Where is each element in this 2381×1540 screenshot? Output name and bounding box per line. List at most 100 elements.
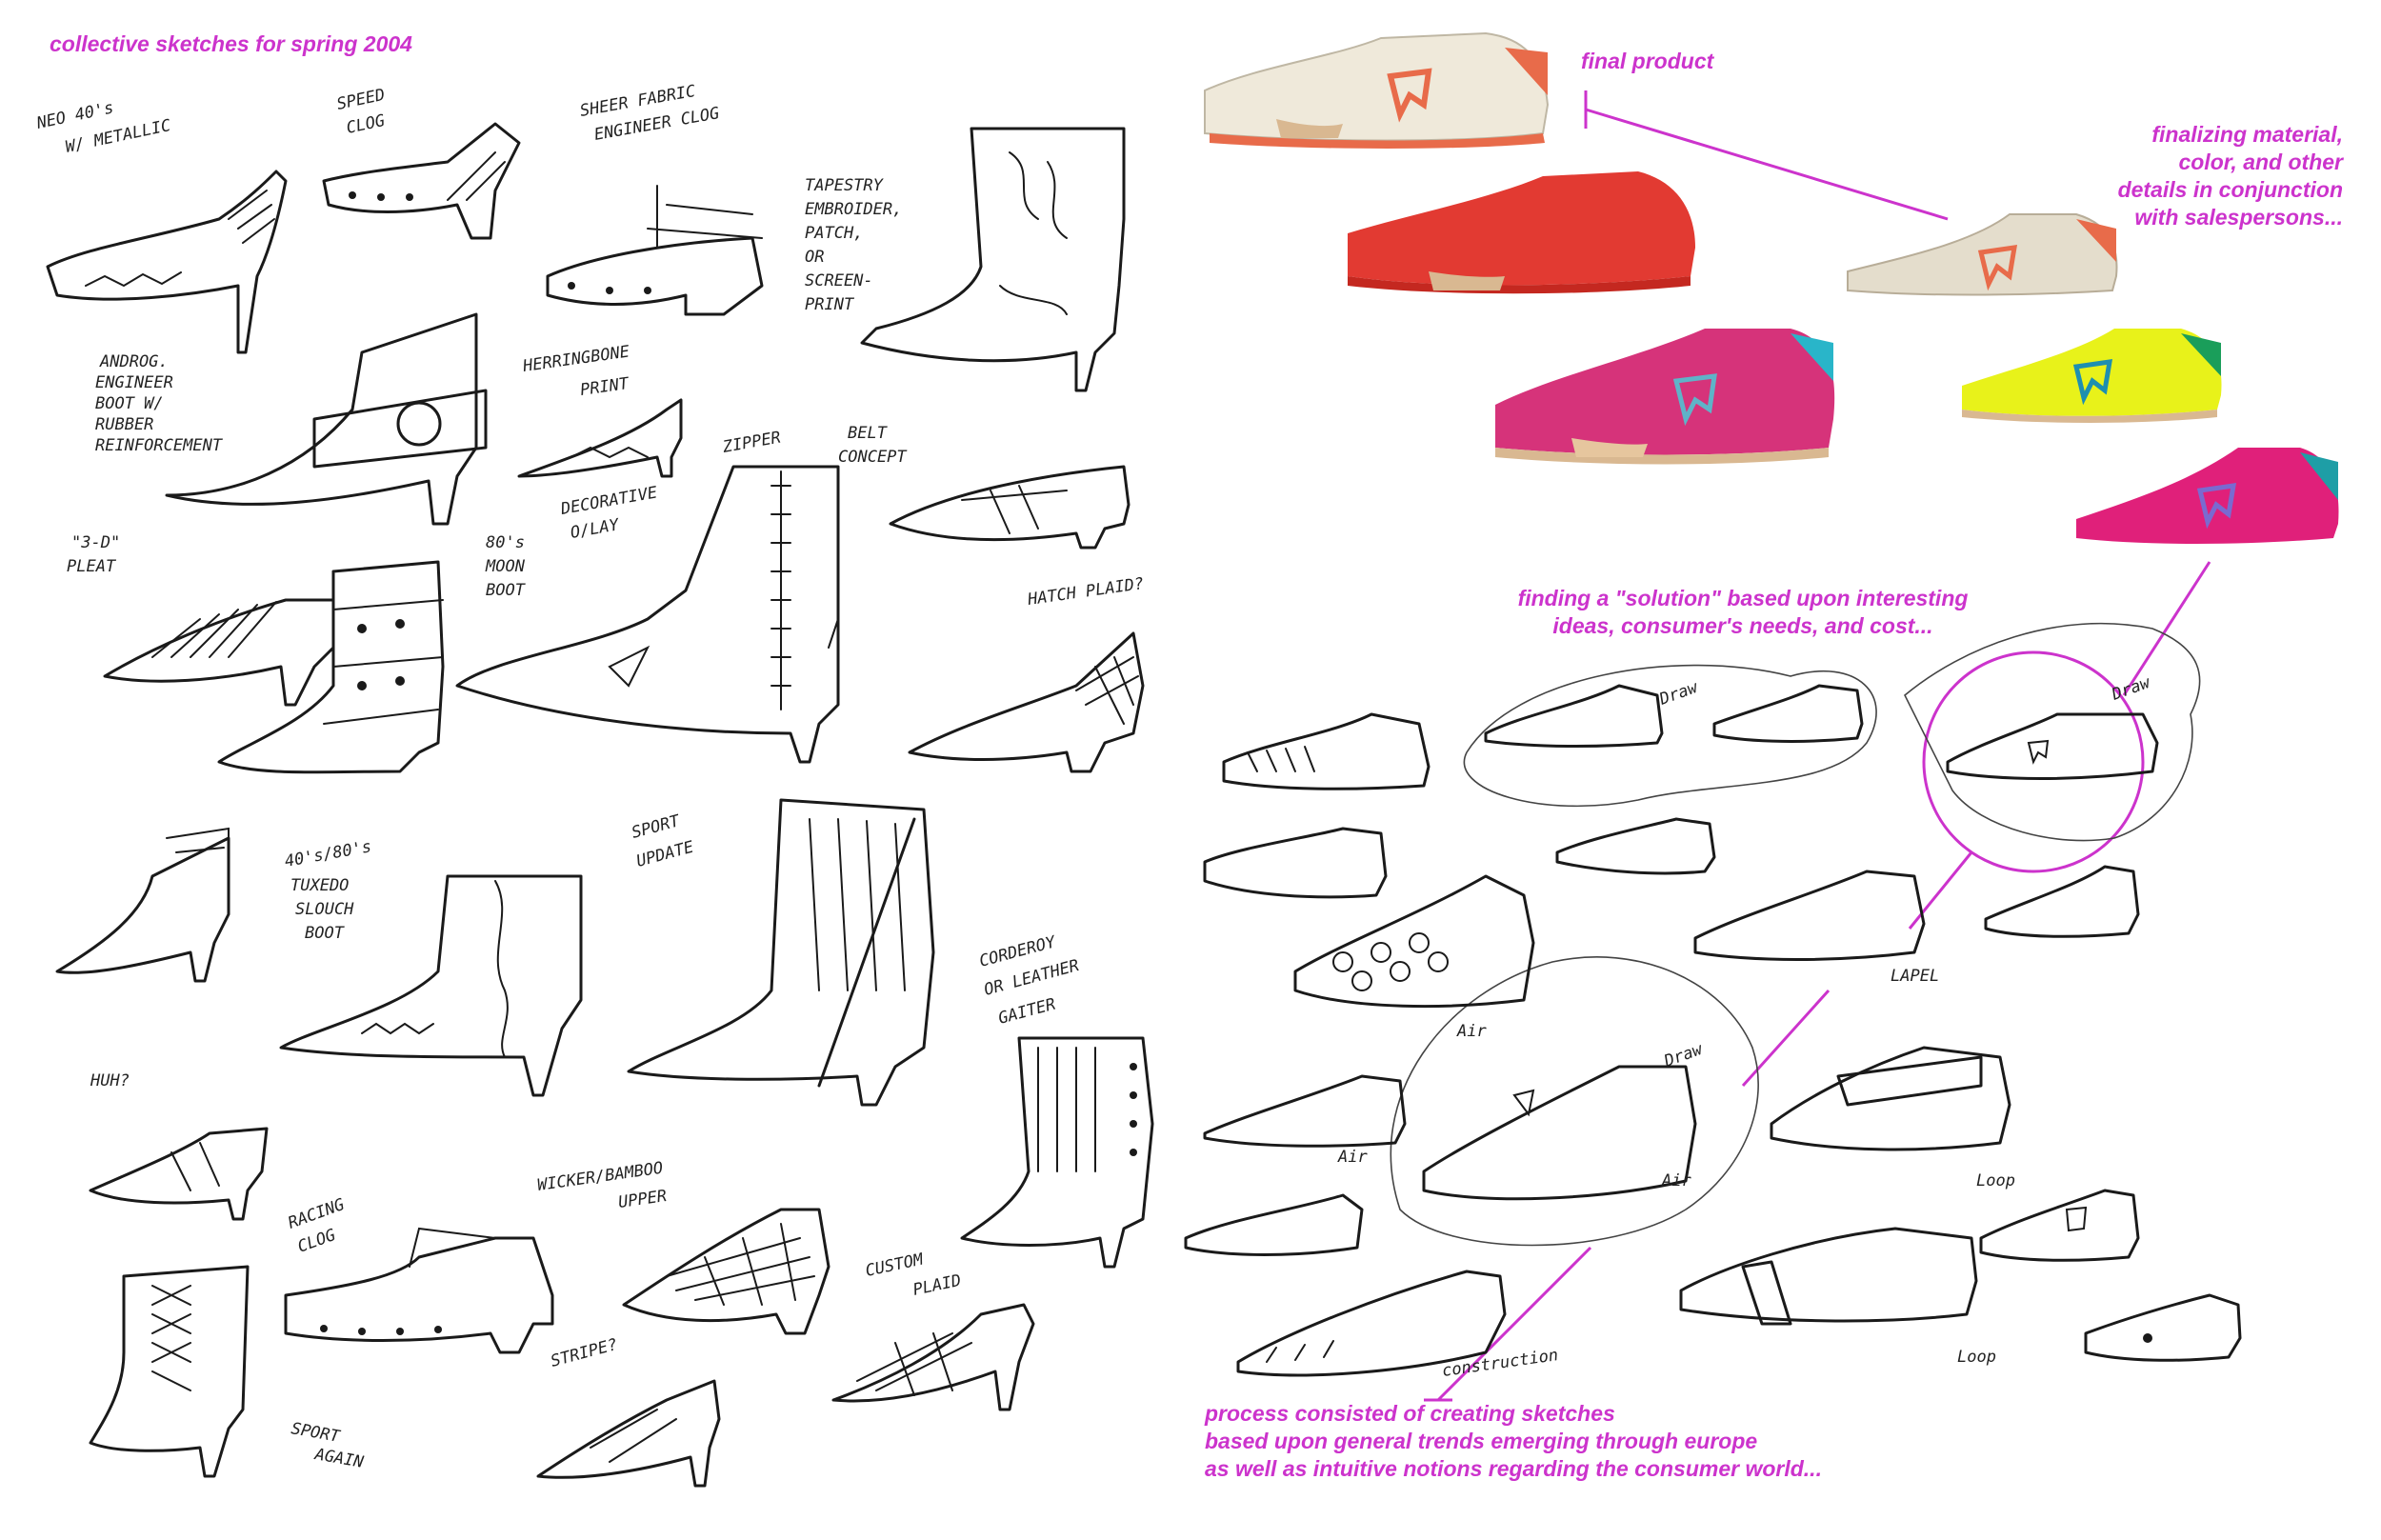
note-air-2: Air <box>1337 1148 1368 1167</box>
sneaker-magenta <box>2076 448 2339 545</box>
sneaker-yellow <box>1962 329 2222 423</box>
concept-sketch-10 <box>1203 1074 1407 1148</box>
note-androg-2: ENGINEER <box>95 373 173 392</box>
note-tuxedo-4: BOOT <box>305 924 346 943</box>
note-androg-5: REINFORCEMENT <box>95 436 224 455</box>
note-huh: HUH? <box>90 1071 130 1090</box>
finalizing-line-3: details in conjunction <box>2117 177 2343 202</box>
note-air-3: Air <box>1661 1171 1691 1190</box>
concept-sketch-15 <box>1979 1189 2140 1262</box>
note-moon-3: BOOT <box>486 581 527 600</box>
solution-line-2: ideas, consumer's needs, and cost... <box>1552 613 1933 638</box>
pleat-heel-sketch <box>103 598 335 707</box>
process-caption: process consisted of creating sketches b… <box>1205 1400 1822 1483</box>
note-androg-4: RUBBER <box>95 415 153 434</box>
note-sport-update-2: UPDATE <box>634 837 696 870</box>
note-tapestry-6: PRINT <box>805 295 855 314</box>
note-custom-2: PLAID <box>911 1271 963 1300</box>
note-tuxedo-3: SLOUCH <box>295 900 354 919</box>
belt-concept-sketch <box>889 465 1130 550</box>
final-product-caption: final product <box>1581 49 1714 73</box>
note-pleat-2: PLEAT <box>67 557 117 576</box>
concept-sketch-14 <box>1679 1227 1978 1326</box>
note-sport-again-1: SPORT <box>290 1419 343 1447</box>
note-tapestry-1: TAPESTRY <box>805 176 885 195</box>
solution-line-1: finding a "solution" based upon interest… <box>1517 586 1969 610</box>
concept-sketch-9 <box>1984 865 2140 938</box>
note-zipper: ZIPPER <box>720 429 782 458</box>
process-line-3: as well as intuitive notions regarding t… <box>1205 1456 1822 1481</box>
note-androg-3: BOOT W/ <box>95 394 164 413</box>
note-lapel: LAPEL <box>1891 967 1939 986</box>
concept-sketch-16 <box>1236 1270 1507 1377</box>
solution-caption: finding a "solution" based upon interest… <box>1486 585 2000 640</box>
note-loop-1: Loop <box>1976 1171 2015 1190</box>
note-draw-1: Draw <box>1656 678 1701 710</box>
finalizing-caption: finalizing material, color, and other de… <box>2000 121 2343 231</box>
concept-sketch-2 <box>1484 684 1664 749</box>
note-pleat-1: "3-D" <box>71 533 120 552</box>
herringbone-heel-sketch <box>517 398 683 478</box>
sport-lace-boot-sketch <box>89 1265 250 1478</box>
wicker-clog-sketch <box>622 1208 830 1335</box>
note-decorative-2: O/LAY <box>569 515 622 543</box>
note-tapestry-3: PATCH, <box>805 224 863 243</box>
note-belt-2: CONCEPT <box>838 448 908 467</box>
note-tuxedo-1: 40's/80's <box>283 837 372 871</box>
note-construction: construction <box>1441 1346 1559 1381</box>
note-sport-again-2: AGAIN <box>312 1445 366 1472</box>
concept-sketch-6 <box>1555 817 1716 875</box>
spring-title: collective sketches for spring 2004 <box>50 31 412 56</box>
concept-sketch-12 <box>1770 1046 2011 1151</box>
tuxedo-slouch-boot-sketch <box>279 874 583 1097</box>
engineer-boot-sketch <box>165 312 488 526</box>
concept-sketch-11 <box>1422 1065 1697 1201</box>
note-wicker-2: UPPER <box>617 1187 668 1212</box>
finalizing-line-4: with salespersons... <box>2134 205 2343 230</box>
stripe-pump-sketch <box>536 1379 721 1488</box>
note-hatch: HATCH PLAID? <box>1026 574 1145 610</box>
note-speed-clog-2: CLOG <box>345 111 387 138</box>
sneaker-cream-final <box>1204 31 1550 149</box>
note-tapestry-2: EMBROIDER, <box>805 200 902 219</box>
racing-clog-sketch <box>284 1227 554 1354</box>
concept-sketch-8 <box>1693 870 1926 961</box>
note-speed-clog-1: SPEED <box>335 86 387 114</box>
note-tuxedo-2: TUXEDO <box>290 876 349 895</box>
note-stripe: STRIPE? <box>549 1335 619 1371</box>
note-androg-1: ANDROG. <box>99 352 169 371</box>
sport-update-boot-sketch <box>627 798 935 1107</box>
note-air-1: Air <box>1456 1022 1487 1041</box>
note-custom-1: CUSTOM <box>864 1250 926 1280</box>
moon-boot-sketch <box>217 560 445 774</box>
note-racing-2: CLOG <box>295 1226 338 1257</box>
concept-sketch-solution <box>1946 712 2159 780</box>
zipper-boot-sketch <box>455 465 840 764</box>
sneaker-pink <box>1495 329 1835 465</box>
note-belt-1: BELT <box>848 424 889 443</box>
concept-sketch-17 <box>2084 1293 2242 1362</box>
note-decorative-1: DECORATIVE <box>558 483 659 519</box>
note-corderoy-3: GAITER <box>996 995 1058 1029</box>
heel-pump-sketch <box>46 170 288 354</box>
finalizing-line-1: finalizing material, <box>2151 122 2343 147</box>
note-herringbone-2: PRINT <box>579 374 631 400</box>
huh-heel-sketch <box>89 1127 269 1221</box>
note-moon-2: MOON <box>485 557 526 576</box>
speed-clog-sketch <box>322 122 521 240</box>
note-loop-2: Loop <box>1957 1348 1996 1367</box>
concept-outlines <box>1390 622 2201 1247</box>
note-herringbone-1: HERRINGBONE <box>521 342 631 376</box>
sheer-fabric-clog-sketch <box>546 185 764 316</box>
note-sport-update-1: SPORT <box>630 811 683 843</box>
concept-sketch-13 <box>1184 1193 1364 1256</box>
concept-sketch-1 <box>1222 712 1431 790</box>
custom-plaid-pump-sketch <box>831 1303 1035 1411</box>
finalizing-line-2: color, and other <box>2178 150 2343 174</box>
sneaker-beige <box>1847 213 2118 296</box>
gaiter-boot-sketch <box>960 1036 1154 1269</box>
hatch-plaid-clog-sketch <box>908 631 1145 773</box>
note-tapestry-5: SCREEN- <box>805 271 873 290</box>
sketch-notes-left: NEO 40's W/ METALLIC SPEED CLOG SHEER FA… <box>34 82 1145 1472</box>
